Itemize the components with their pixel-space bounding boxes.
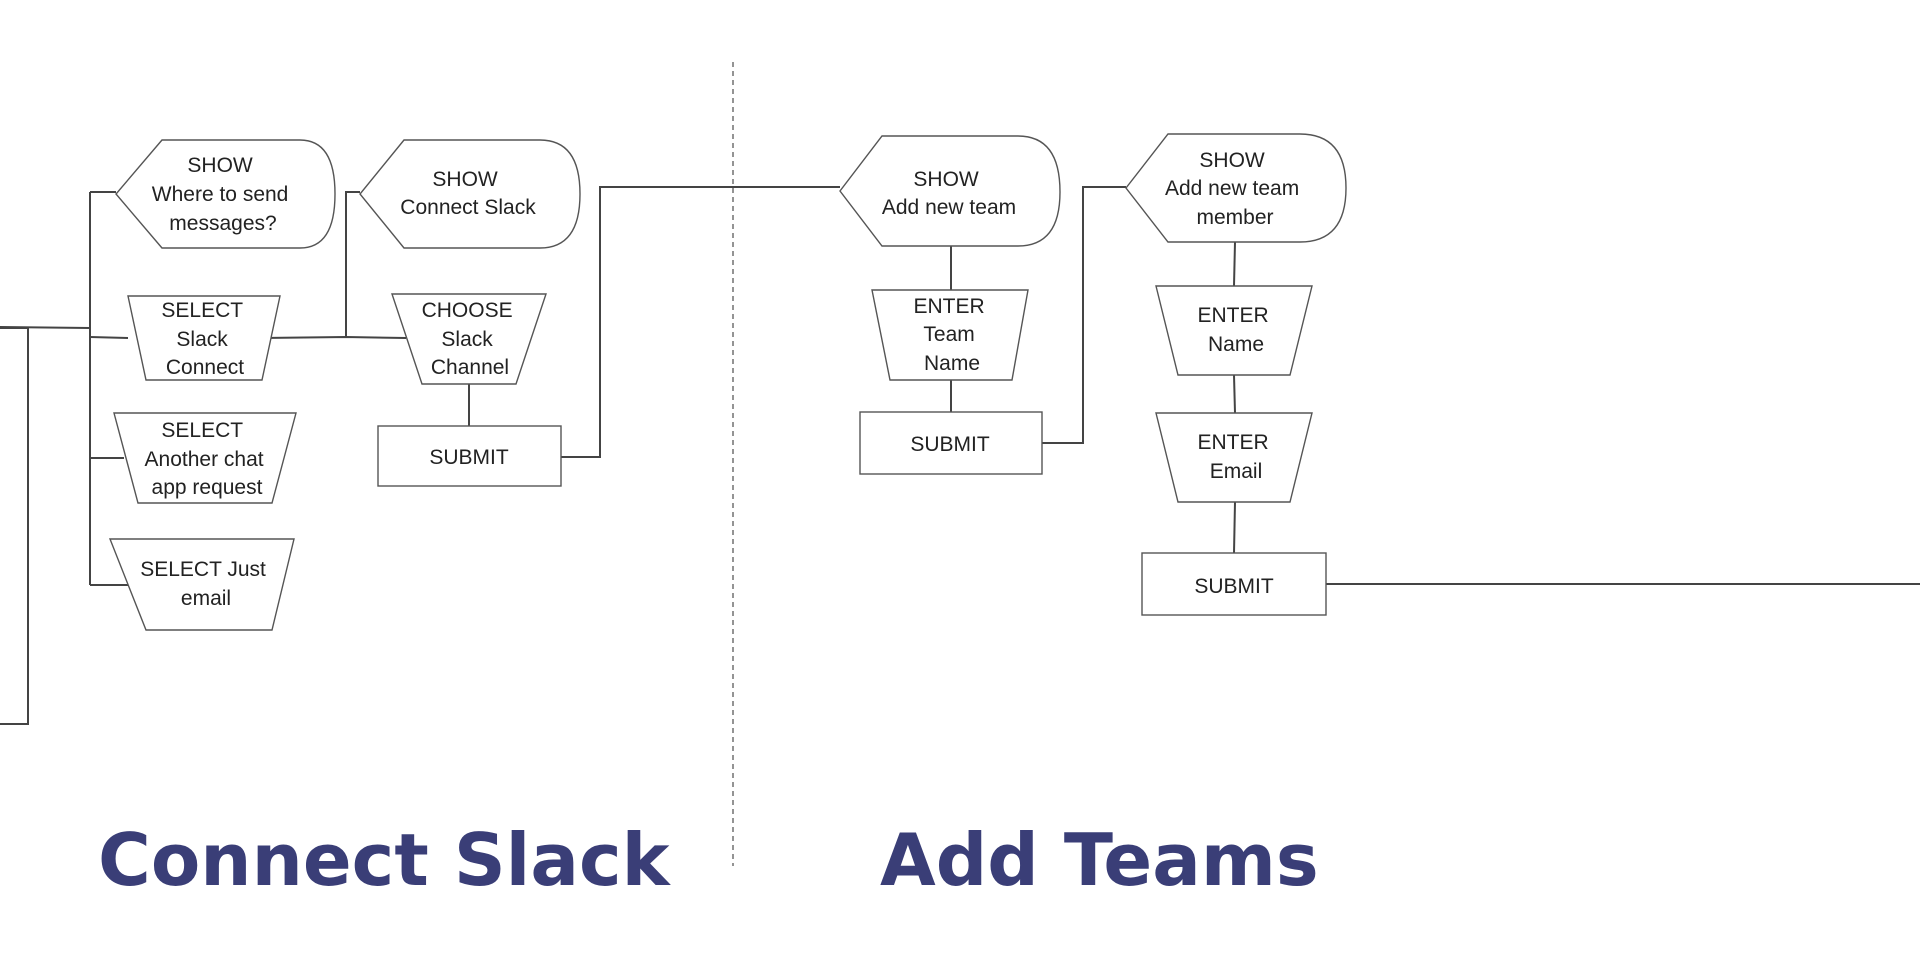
connector-to-select-slack xyxy=(89,336,129,339)
node-select-another-chat: SELECT Another chat app request xyxy=(113,412,297,504)
svg-text:ENTER Name: ENTER Name xyxy=(1197,304,1274,356)
svg-text:ENTER Team Name: ENTER Team Name xyxy=(913,295,990,375)
connector-email-to-submit xyxy=(1233,501,1236,554)
connector-member-to-name xyxy=(1233,241,1236,287)
connector-submit-to-add-team xyxy=(561,186,840,458)
node-show-where-to-send: SHOW Where to send messages? xyxy=(115,139,336,249)
node-enter-team-name: ENTER Team Name xyxy=(871,289,1029,381)
svg-text:SHOW Add new team: SHOW Add new team member xyxy=(1165,149,1305,229)
svg-text:SUBMIT: SUBMIT xyxy=(1194,575,1274,598)
connector-to-show-connect xyxy=(345,191,360,337)
node-enter-name: ENTER Name xyxy=(1155,285,1313,376)
svg-text:CHOOSE Slack Chann: CHOOSE Slack Channel xyxy=(422,299,519,379)
node-select-slack-connect: SELECT Slack Connect xyxy=(127,295,281,381)
connector-name-to-email xyxy=(1233,374,1236,414)
svg-text:SELECT Slack Conne: SELECT Slack Connect xyxy=(161,299,248,379)
node-select-just-email: SELECT Just email xyxy=(108,538,295,631)
node-enter-email: ENTER Email xyxy=(1155,412,1313,503)
svg-text:SHOW Connect Slack: SHOW Connect Slack xyxy=(400,168,536,219)
svg-text:SELECT Another chat: SELECT Another chat app request xyxy=(145,419,270,499)
node-submit-team: SUBMIT xyxy=(859,411,1043,475)
node-show-add-new-team: SHOW Add new team xyxy=(839,135,1061,247)
node-submit-member: SUBMIT xyxy=(1141,552,1327,616)
connector-submit-team-to-member xyxy=(1042,186,1126,444)
node-show-connect-slack: SHOW Connect Slack xyxy=(359,139,581,249)
connector-entry-to-trunk xyxy=(0,326,91,329)
svg-text:SHOW Where to send: SHOW Where to send messages? xyxy=(152,154,294,235)
connector-entry-bus xyxy=(0,327,29,725)
svg-text:SUBMIT: SUBMIT xyxy=(910,433,990,456)
section-title-add-teams: Add Teams xyxy=(880,818,1319,902)
node-show-add-new-team-member: SHOW Add new team member xyxy=(1125,133,1347,243)
svg-text:SUBMIT: SUBMIT xyxy=(429,446,509,469)
connector-slack-to-channel xyxy=(261,335,407,339)
svg-text:SELECT Just email: SELECT Just email xyxy=(140,558,272,610)
node-choose-slack-channel: CHOOSE Slack Channel xyxy=(391,293,547,385)
node-submit-slack: SUBMIT xyxy=(377,425,562,487)
svg-text:ENTER Email: ENTER Email xyxy=(1197,431,1274,483)
section-title-connect-slack: Connect Slack xyxy=(98,818,672,902)
svg-text:SHOW Add new team: SHOW Add new team xyxy=(882,168,1016,219)
connectors xyxy=(0,186,1920,725)
